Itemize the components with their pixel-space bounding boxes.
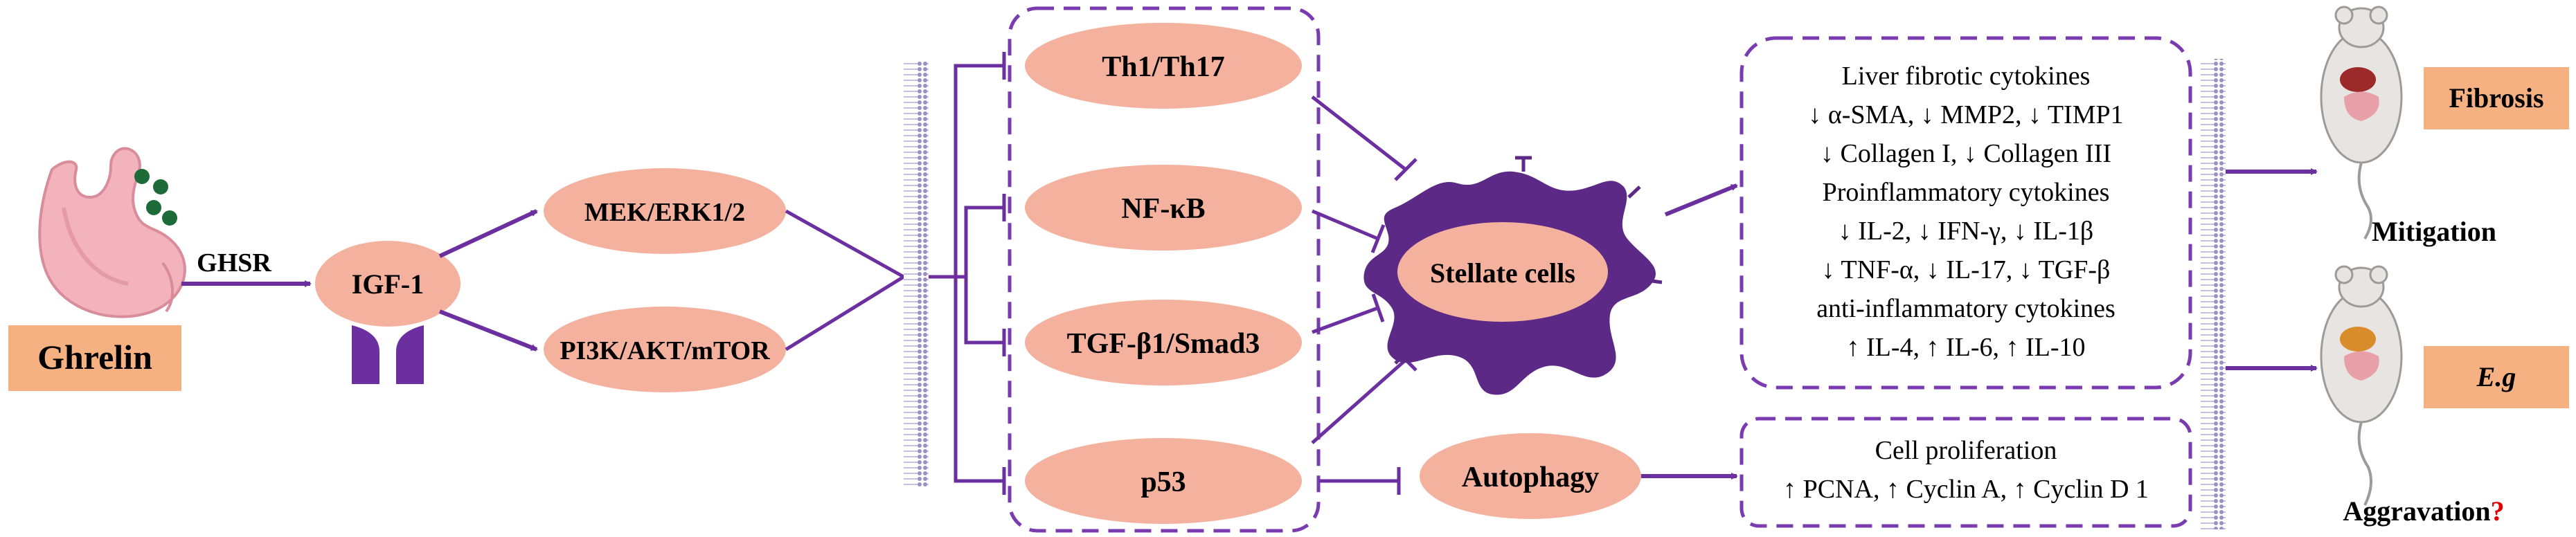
ghrelin-box [8,325,181,391]
ghrelin-dots [134,169,177,226]
aggravation-text: Aggravation [2343,495,2490,527]
cytokine-line: ↓ Collagen I, ↓ Collagen III [1821,139,2111,168]
th1-th17-label: Th1/Th17 [1102,51,1224,83]
autophagy-node [1420,433,1641,519]
mitigation-label: Mitigation [2372,216,2496,247]
mek-erk-label: MEK/ERK1/2 [584,198,745,227]
pi3k-akt-label: PI3K/AKT/mTOR [560,336,770,365]
aggravation-label: Aggravation? [2343,495,2504,527]
fibrosis-label: Fibrosis [2449,82,2543,113]
igf1-node [315,241,460,327]
th1-th17-node [1025,23,1302,109]
target-group-box [1008,6,1321,533]
target-to-stellate-lines [1311,95,1417,444]
cytokine-line: ↓ TNF-α, ↓ IL-17, ↓ TGF-β [1822,255,2111,284]
igf1-mek-arrow [438,209,538,258]
proliferation-box [1739,417,2192,528]
pi3k-akt-node [544,307,786,392]
stellate-node [1397,222,1608,322]
eg-label: E.g [2476,361,2516,392]
proliferation-title: Cell proliferation [1875,436,2057,465]
cytokine-line: ↓ IL-2, ↓ IFN-γ, ↓ IL-1β [1839,217,2094,246]
ghsr-label: GHSR [197,248,271,277]
converge-lines [785,209,905,352]
cytokine-line: Liver fibrotic cytokines [1842,62,2091,91]
cytokine-line: anti-inflammatory cytokines [1816,294,2116,323]
membrane-right [2201,59,2226,529]
cytokine-list: Liver fibrotic cytokines ↓ α-SMA, ↓ MMP2… [1808,62,2123,362]
cytokine-line: ↑ IL-4, ↑ IL-6, ↑ IL-10 [1846,333,2085,362]
inhibition-lines [929,52,1006,495]
receptor-icon [352,325,424,384]
mek-erk-node [544,168,786,254]
nfkb-node [1025,165,1302,251]
fibrosis-box [2424,67,2569,129]
cytokine-line: Proinflammatory cytokines [1823,178,2110,207]
igf1-label: IGF-1 [352,268,424,300]
proliferation-markers: ↑ PCNA, ↑ Cyclin A, ↑ Cyclin D 1 [1783,475,2149,504]
mouse-icon-diseased [2320,265,2403,506]
p53-label: p53 [1141,466,1186,498]
ghrelin-label: Ghrelin [37,338,152,376]
stellate-cytokine-arrow [1664,183,1738,217]
autophagy-label: Autophagy [1462,462,1599,493]
tgfb-smad3-node [1025,300,1302,385]
igf1-pi3k-arrow [438,309,538,352]
eg-box [2424,346,2569,408]
membrane-left [904,61,929,486]
question-mark: ? [2491,495,2505,527]
nfkb-label: NF-κB [1121,193,1205,225]
stomach-icon [38,147,186,318]
p53-node [1025,438,1302,524]
p53-autophagy-line [1319,467,1401,495]
cytokine-line: ↓ α-SMA, ↓ MMP2, ↓ TIMP1 [1808,100,2123,129]
tgfb-smad3-label: TGF-β1/Smad3 [1067,328,1260,360]
mouse-icon-healthy [2320,6,2403,240]
stellate-label: Stellate cells [1430,257,1575,289]
cytokines-box [1739,36,2192,390]
